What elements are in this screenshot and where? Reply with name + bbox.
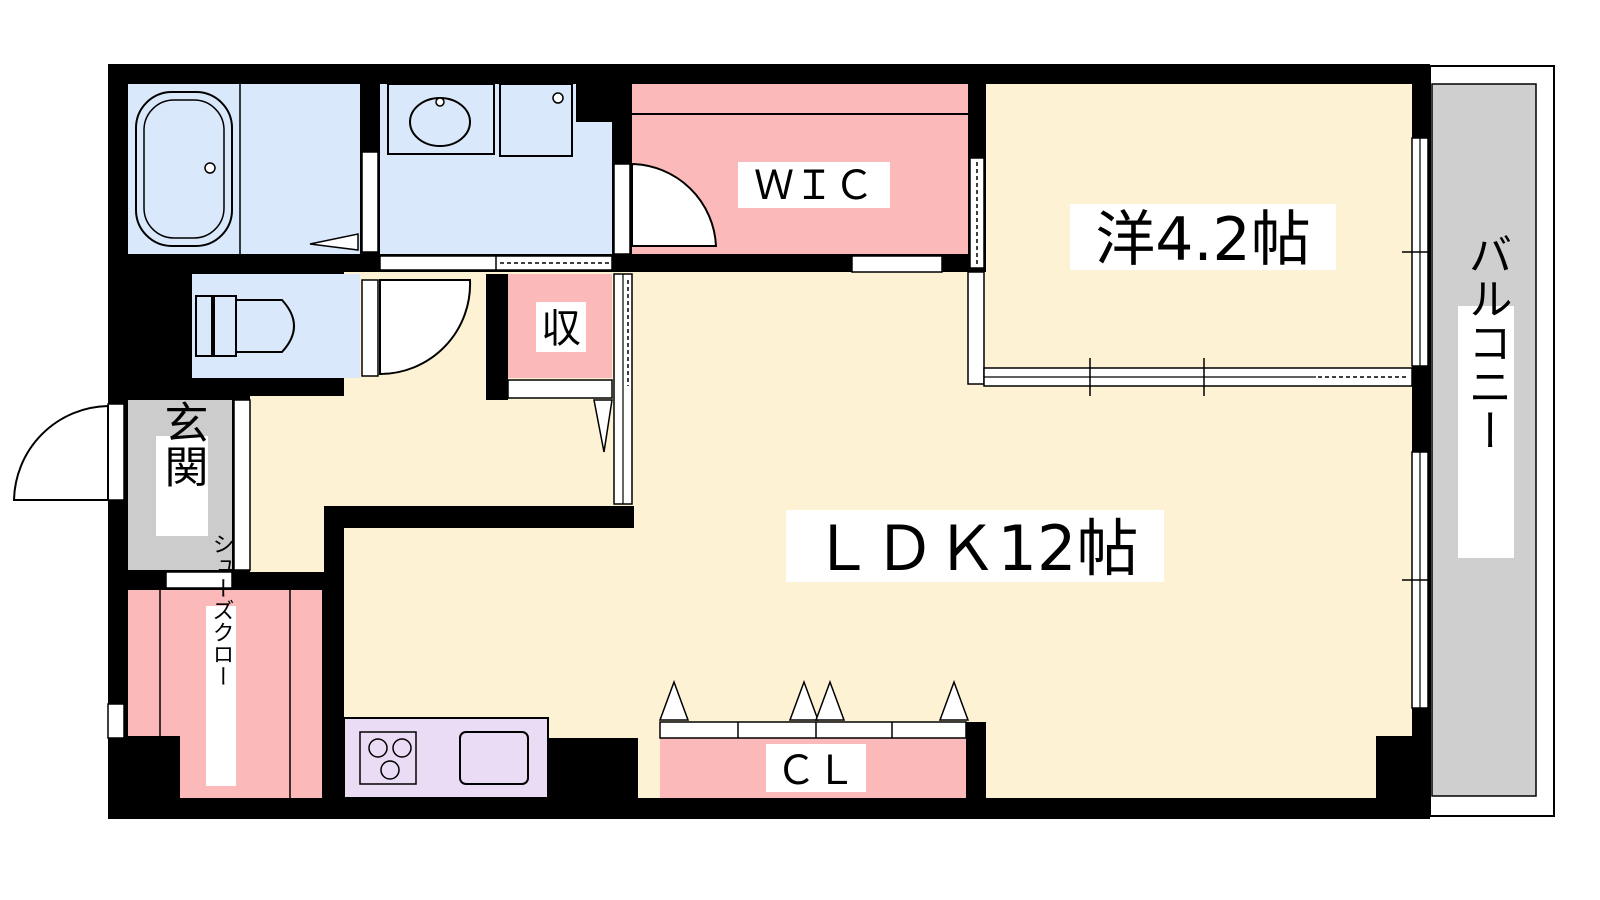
cl-label-bg xyxy=(766,744,866,792)
kitchen-sink xyxy=(459,731,529,785)
wic-label: ＷＩＣ xyxy=(754,163,874,209)
bath-door-mark xyxy=(309,233,359,251)
cl-door-mark-2 xyxy=(788,679,820,721)
wall-entrance-block-v xyxy=(324,506,344,798)
shoes-label-bg xyxy=(206,606,236,786)
bathtub-inner xyxy=(143,99,225,239)
cl-door-mark-1 xyxy=(658,679,690,721)
wic-door-swing xyxy=(631,162,718,247)
bathroom-floor xyxy=(128,84,360,254)
cl-wall-right xyxy=(966,722,986,798)
cl-door-mark-4 xyxy=(938,679,970,721)
washer-drain xyxy=(552,92,564,104)
burner-2 xyxy=(392,738,412,758)
entry-door-frame xyxy=(107,403,125,501)
entrance-label-bg xyxy=(156,436,208,536)
western-room-partition-v xyxy=(967,271,985,385)
entrance-label: 玄関 xyxy=(157,400,208,488)
drain xyxy=(204,162,216,174)
western-label-bg xyxy=(1070,204,1336,270)
vanity xyxy=(387,83,495,155)
cl-door-mark-3 xyxy=(814,679,846,721)
cl-doors xyxy=(659,721,967,739)
wall-entrance-block xyxy=(324,506,634,528)
burner-1 xyxy=(368,738,388,758)
entrance-step xyxy=(233,399,251,571)
shoes-closet-vent xyxy=(165,571,233,589)
ldk-label: ＬＤＫ12帖 xyxy=(812,512,1139,585)
storage-label: 収 xyxy=(541,306,581,352)
washroom-pillar xyxy=(576,84,612,122)
sliding-door-bath xyxy=(361,151,379,253)
burner-3 xyxy=(380,760,400,780)
faucet xyxy=(435,97,445,107)
toilet-seat-base xyxy=(213,295,237,357)
cl-label: ＣＬ xyxy=(776,748,856,794)
toilet-bowl xyxy=(235,299,295,353)
shoes-closet-label: シューズクロー xyxy=(209,533,234,687)
shoes-closet-floor xyxy=(180,590,322,798)
entry-door-swing xyxy=(12,404,109,501)
wic-vent xyxy=(851,255,943,273)
western-room-label: 洋4.2帖 xyxy=(1095,205,1310,275)
shoes-window xyxy=(107,703,125,739)
storage-wall xyxy=(486,274,508,400)
hall-floor xyxy=(250,396,634,572)
wic-label-bg xyxy=(738,162,890,208)
pillar-southeast xyxy=(1376,736,1412,798)
stove xyxy=(359,731,417,785)
bathtub xyxy=(135,91,233,247)
toilet-door-swing xyxy=(379,279,472,376)
toilet-tank xyxy=(195,295,213,357)
wic-door xyxy=(613,163,631,255)
ldk-label-bg xyxy=(786,510,1164,582)
toilet-door xyxy=(361,279,379,377)
balcony-label: バルコニー xyxy=(1461,232,1512,452)
balcony-label-bg xyxy=(1458,306,1514,558)
kitchen-back-wall xyxy=(548,738,638,798)
storage-door-frame xyxy=(507,379,613,399)
storage-label-bg xyxy=(536,302,586,352)
storage-door-mark xyxy=(593,399,613,453)
